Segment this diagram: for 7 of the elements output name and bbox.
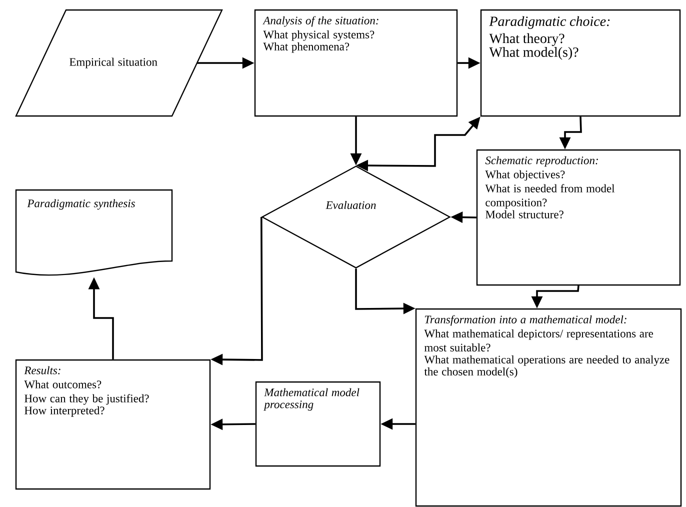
process-box: Paradigmatic choice: What theory? What model(s)? [480, 9, 681, 117]
input-parallelogram: Empirical situation [15, 9, 223, 117]
process-box: Analysis of the situation: What physical systems? What phenomena? [254, 9, 458, 117]
process-box: Schematic reproduction: What objectives? What is needed from model composition? Model structure? [476, 149, 681, 286]
process-box: Results: What outcomes? How can they be justified? How interpreted? [15, 359, 211, 490]
process-box: Transformation into a mathematical model: What mathematical depictors/ representations are most suitable? What mathematical operations are needed to analyze the chosen model(s) [415, 308, 682, 507]
process-box: Mathematical model processing [255, 381, 381, 467]
